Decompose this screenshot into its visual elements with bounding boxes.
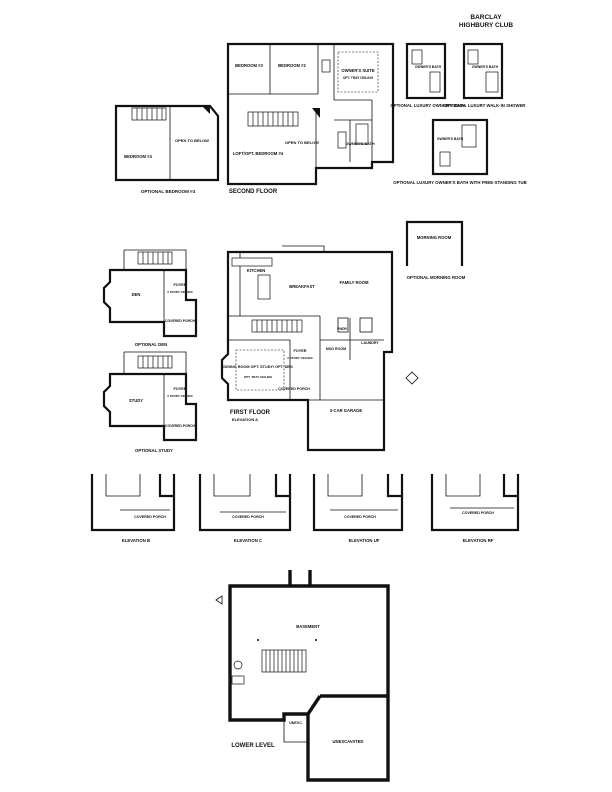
elevation-c: COVERED PORCH ELEVATION C: [198, 474, 292, 543]
elevation-b: COVERED PORCH ELEVATION B: [90, 474, 176, 543]
breakfast-label: BREAKFAST: [289, 284, 315, 289]
dining-note: OPT. TRAY CEILING: [244, 375, 273, 379]
opt-study-room: STUDY: [129, 398, 143, 403]
opt-bedroom4-room: BEDROOM #4: [124, 154, 152, 159]
family-room-label: FAMILY ROOM: [339, 280, 369, 285]
opt-study-caption: OPTIONAL STUDY: [135, 448, 173, 453]
dining-label: DINING ROOM OPT. STUDY/ OPT. DEN: [223, 365, 292, 369]
first-floor-plan: KITCHEN BREAKFAST FAMILY ROOM DINING ROO…: [220, 245, 419, 452]
kitchen-label: KITCHEN: [247, 268, 266, 273]
bedroom2-label: BEDROOM #2: [278, 63, 306, 68]
opt-bath-3-room: OWNER'S BATH: [437, 137, 464, 141]
open-below-label: OPEN TO BELOW: [285, 140, 319, 145]
opt-bath-1-caption: OPTIONAL LUXURY OWNER'S BATH: [390, 103, 465, 108]
second-floor-plan: BEDROOM #3 BEDROOM #2 OWNER'S SUITE OPT.…: [226, 42, 395, 195]
unexcavated-label: UNEXCAVATED: [333, 739, 364, 744]
elev-rf-porch: COVERED PORCH: [462, 511, 494, 515]
first-floor-subcaption: ELEVATION A: [232, 417, 258, 422]
elev-b-caption: ELEVATION B: [122, 538, 150, 543]
model-name: BARCLAY: [470, 14, 502, 21]
opt-bath-1-room: OWNER'S BATH: [415, 65, 442, 69]
opt-study-foyer-note: 2 STORY CEILING: [167, 394, 193, 398]
owners-suite-note: OPT. TRAY CEILING: [343, 76, 374, 80]
opt-bedroom4-caption: OPTIONAL BEDROOM #4: [141, 189, 196, 194]
opt-study-foyer: FOYER: [173, 387, 186, 391]
garage-label: 2-CAR GARAGE: [330, 408, 363, 413]
header: BARCLAY HIGHBURY CLUB: [459, 14, 513, 29]
loft-label: LOFT/OPT. BEDROOM #4: [233, 151, 284, 156]
pwdr-label: PWDR: [337, 327, 347, 331]
opt-bath-2-caption: OPTIONAL LUXURY WALK-IN SHOWER: [445, 103, 527, 108]
unexc-label: UNEXC.: [289, 721, 303, 725]
second-floor-caption: SECOND FLOOR: [229, 189, 278, 195]
elevation-uf: COVERED PORCH ELEVATION UF: [312, 474, 404, 543]
basement-label: BASEMENT: [296, 624, 320, 629]
foyer-label: FOYER: [293, 349, 306, 353]
optional-morning-room-plan: MORNING ROOM OPTIONAL MORNING ROOM: [405, 220, 466, 280]
mud-room-label: MUD ROOM: [326, 347, 346, 351]
owners-suite-label: OWNER'S SUITE: [341, 68, 375, 73]
elev-uf-porch: COVERED PORCH: [344, 515, 376, 519]
optional-den-plan: DEN FOYER 2 STORY CEILING COVERED PORCH …: [102, 249, 198, 347]
optional-bath-3: OWNER'S BATH OPTIONAL LUXURY OWNER'S BAT…: [393, 118, 527, 185]
laundry-label: LAUNDRY: [361, 341, 379, 345]
opt-den-caption: OPTIONAL DEN: [135, 342, 167, 347]
foyer-note: 2 STORY CEILING: [287, 356, 313, 360]
optional-bath-2: OWNER'S BATH OPTIONAL LUXURY WALK-IN SHO…: [445, 42, 527, 108]
opt-den-foyer: FOYER: [173, 283, 186, 287]
opt-den-room: DEN: [132, 292, 141, 297]
opt-bath-2-room: OWNER'S BATH: [472, 65, 499, 69]
optional-bedroom4-plan: BEDROOM #4 OPEN TO BELOW OPTIONAL BEDROO…: [114, 104, 220, 194]
opt-den-porch: COVERED PORCH: [165, 319, 196, 323]
elev-b-porch: COVERED PORCH: [134, 515, 166, 519]
first-floor-caption: FIRST FLOOR: [230, 410, 271, 416]
elev-uf-caption: ELEVATION UF: [349, 538, 380, 543]
opt-bath-3-caption: OPTIONAL LUXURY OWNER'S BATH WITH FREE-S…: [393, 180, 527, 185]
lower-level-caption: LOWER LEVEL: [231, 743, 275, 749]
elevation-rf: COVERED PORCH ELEVATION RF: [430, 474, 520, 543]
elev-c-caption: ELEVATION C: [234, 538, 262, 543]
owners-bath-label: OWNER'S BATH: [345, 142, 375, 146]
covered-porch-label: COVERED PORCH: [278, 387, 310, 391]
optional-study-plan: STUDY FOYER 2 STORY CEILING COVERED PORC…: [102, 351, 198, 453]
opt-den-foyer-note: 2 STORY CEILING: [167, 290, 193, 294]
community-name: HIGHBURY CLUB: [459, 22, 513, 29]
lower-level-plan: BASEMENT UNEXCAVATED UNEXC. LOWER LEVEL: [215, 570, 390, 782]
morning-room-label: MORNING ROOM: [417, 235, 452, 240]
morning-room-caption: OPTIONAL MORNING ROOM: [407, 275, 466, 280]
bedroom3-label: BEDROOM #3: [235, 63, 263, 68]
opt-study-porch: COVERED PORCH: [165, 424, 196, 428]
opt-bedroom4-open-below: OPEN TO BELOW: [175, 138, 209, 143]
elev-c-porch: COVERED PORCH: [232, 515, 264, 519]
elev-rf-caption: ELEVATION RF: [463, 538, 494, 543]
optional-bath-1: OWNER'S BATH OPTIONAL LUXURY OWNER'S BAT…: [390, 42, 466, 108]
